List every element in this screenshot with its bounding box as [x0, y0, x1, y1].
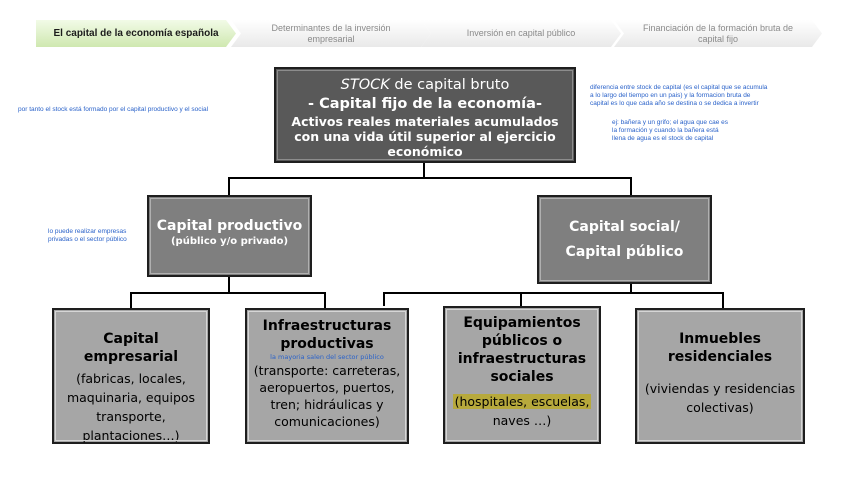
- equipamientos-highlight: (hospitales, escuelas,: [452, 394, 592, 409]
- step-capital-economia[interactable]: El capital de la economía española: [36, 20, 236, 47]
- note-stock-composition: por tanto el stock está formado por el c…: [18, 106, 209, 113]
- capital-publico-title: Capital público: [565, 244, 684, 260]
- step-label: Inversión en capital público: [466, 28, 576, 38]
- capital-empresarial-body: (fabricas, locales, maquinaria, equipos …: [66, 371, 196, 443]
- connector: [383, 292, 723, 294]
- note-stock-vs-fbcf-b: a lo largo del tiempo en un pais) y la f…: [590, 92, 751, 99]
- note-stock-vs-fbcf-c: capital es lo que cada año se destina o …: [590, 100, 759, 107]
- note-capital-productivo-a: lo puede realizar empresas: [48, 228, 127, 235]
- step-label: Financiación de la formación bruta de ca…: [642, 22, 794, 44]
- connector: [520, 292, 522, 308]
- infraestructuras-note: la mayoria salen del sector público: [270, 353, 384, 361]
- capital-empresarial-box: Capital empresarial (fabricas, locales, …: [52, 308, 210, 444]
- stock-title: STOCK de capital bruto: [340, 77, 510, 93]
- step-financiacion[interactable]: Financiación de la formación bruta de ca…: [614, 20, 822, 47]
- equipamientos-title: Equipamientos públicos o infraestructura…: [457, 315, 587, 385]
- equipamientos-body: (hospitales, escuelas, naves …): [449, 392, 595, 430]
- connector: [228, 177, 632, 179]
- stock-capital-box: STOCK de capital bruto - Capital fijo de…: [274, 67, 576, 163]
- step-inversion-publica[interactable]: Inversión en capital público: [421, 20, 621, 47]
- step-determinantes[interactable]: Determinantes de la inversión empresaria…: [231, 20, 431, 47]
- capital-social-box: Capital social/ Capital público: [537, 195, 712, 284]
- connector: [630, 283, 632, 293]
- inmuebles-body: (viviendas y residencias colectivas): [644, 381, 796, 415]
- capital-social-title: Capital social/: [569, 219, 680, 235]
- breadcrumb: El capital de la economía española Deter…: [36, 20, 822, 47]
- connector: [228, 177, 230, 196]
- connector: [130, 292, 326, 294]
- equipamientos-publicos-box: Equipamientos públicos o infraestructura…: [443, 306, 601, 444]
- connector: [383, 292, 385, 306]
- capital-productivo-title: Capital productivo: [156, 218, 303, 234]
- capital-productivo-subtitle: (público y/o privado): [170, 236, 289, 247]
- note-example-a: ej: bañera y un grifo; el agua que cae e…: [612, 119, 728, 126]
- infraestructuras-productivas-box: Infraestructuras productivas la mayoria …: [245, 308, 409, 444]
- capital-productivo-box: Capital productivo (público y/o privado): [147, 195, 312, 277]
- capital-empresarial-title: Capital empresarial: [83, 331, 179, 365]
- note-stock-vs-fbcf-a: diferencia entre stock de capital (es el…: [590, 84, 768, 91]
- note-example-b: la formación y cuando la bañera está: [612, 127, 719, 134]
- step-label: Determinantes de la inversión empresaria…: [271, 22, 391, 44]
- note-capital-productivo-b: privadas o el sector público: [48, 236, 127, 243]
- stock-subtitle: - Capital fijo de la economía-: [308, 96, 542, 112]
- equipamientos-body-end: naves …): [492, 413, 552, 428]
- inmuebles-title: Inmuebles residenciales: [667, 331, 773, 365]
- connector: [423, 163, 425, 178]
- note-example-c: llena de agua es el stock de capital: [612, 135, 714, 142]
- connector: [228, 276, 230, 293]
- infraestructuras-title: Infraestructuras productivas: [262, 318, 392, 352]
- step-label: El capital de la economía española: [53, 28, 219, 39]
- connector: [324, 292, 326, 309]
- infraestructuras-body: (transporte: carreteras, aeropuertos, pu…: [253, 363, 401, 429]
- inmuebles-residenciales-box: Inmuebles residenciales (viviendas y res…: [635, 308, 805, 444]
- connector: [130, 292, 132, 309]
- connector: [630, 177, 632, 196]
- stock-description: Activos reales materiales acumulados con…: [291, 114, 559, 159]
- connector: [722, 292, 724, 309]
